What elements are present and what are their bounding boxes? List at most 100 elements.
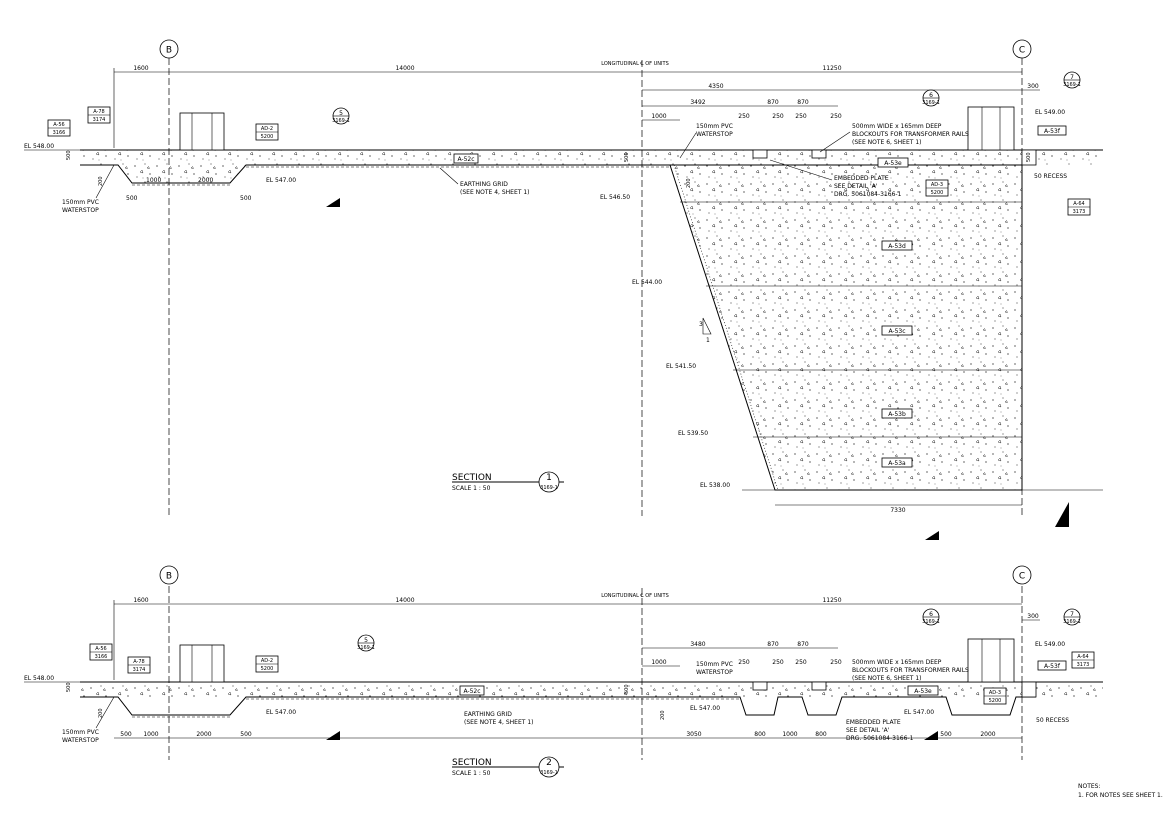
section-2-bubble — [538, 756, 560, 778]
v500c-top: 500 — [1026, 152, 1032, 162]
embedded-note-1-top: EMBEDDED PLATE — [834, 175, 889, 182]
longitudinal-label-bot: LONGITUDINAL ℄ OF UNITS — [601, 593, 669, 599]
dim-1000c-bot: 1000 — [782, 731, 797, 738]
section-1-bubble — [538, 471, 560, 493]
dim-500b-bot: 500 — [240, 731, 252, 738]
h500b-top: 500 — [240, 195, 252, 202]
dim-4350: 4350 — [708, 83, 723, 90]
dim-870b-top: 870 — [797, 99, 809, 106]
section-marker-1a — [326, 198, 340, 207]
callout-5-sheet-top: 3169-1 — [332, 118, 350, 124]
dim-14000-bot: 14000 — [395, 597, 414, 604]
level-54700a-bot: EL 547.00 — [266, 709, 296, 716]
callout-6-sheet-bot: 3169-1 — [922, 619, 940, 625]
dim-3050-bot: 3050 — [686, 731, 701, 738]
section-2-num: 2 — [546, 758, 552, 768]
dim-1000-bot: 1000 — [651, 659, 666, 666]
dim-870b-bot: 870 — [797, 641, 809, 648]
recess-box-top — [1021, 149, 1037, 166]
blockout-note-1-top: 500mm WIDE x 165mm DEEP — [852, 123, 942, 130]
v200-bot: 200 — [98, 708, 104, 718]
ref-ad3-top: AD-3 — [931, 182, 943, 188]
callout-6-num-top: 6 — [929, 92, 933, 99]
waterstop-right-1-bot: 150mm PVC — [696, 661, 733, 668]
blockout-2-top — [811, 149, 827, 159]
dim-800a-bot: 800 — [754, 731, 766, 738]
level-54650-top: EL 546.50 — [600, 194, 630, 201]
dim-250a-top: 250 — [738, 113, 750, 120]
h500a-top: 500 — [126, 195, 138, 202]
earthing-note-1-top: EARTHING GRID — [460, 181, 508, 188]
waterstop-right-1-top: 150mm PVC — [696, 123, 733, 130]
v500-bot: 500 — [66, 682, 72, 692]
section-2-scale: SCALE 1 : 50 — [452, 770, 491, 777]
h1000-top: 1000 — [146, 177, 161, 184]
pour-a53e-top: A-53e — [884, 160, 902, 167]
section-1-num: 1 — [546, 473, 552, 483]
earthing-note-2-bot: (SEE NOTE 4, SHEET 1) — [464, 719, 533, 726]
callout-5-num-bot: 5 — [364, 637, 368, 644]
callout-6-sheet-top: 3169-1 — [922, 100, 940, 106]
grid-bubble-c-bot — [1012, 565, 1032, 585]
ref-5200b-top: 5200 — [931, 190, 944, 196]
waterstop-left-leader-bot — [95, 696, 115, 729]
level-54400-top: EL 544.00 — [632, 279, 662, 286]
callout-7-num-top: 7 — [1070, 74, 1074, 81]
section-1-sheet: 3169-1 — [540, 485, 558, 491]
embedded-leader-top — [769, 159, 833, 181]
ref-ad2-bot: AD-2 — [261, 658, 273, 664]
section-marker-2b — [924, 731, 938, 740]
blockout-note-2-bot: BLOCKOUTS FOR TRANSFORMER RAILS — [852, 667, 969, 674]
dim-3480: 3480 — [690, 641, 705, 648]
dim-300-bot: 300 — [1027, 613, 1039, 620]
dim-250d-bot: 250 — [830, 659, 842, 666]
ref-ad3-bot: AD-3 — [989, 690, 1001, 696]
dim-250c-bot: 250 — [795, 659, 807, 666]
dim-2000b-bot: 2000 — [980, 731, 995, 738]
recess-note-bot: 50 RECESS — [1036, 717, 1069, 724]
dim-250b-bot: 250 — [772, 659, 784, 666]
blockout-note-3-top: (SEE NOTE 6, SHEET 1) — [852, 139, 921, 146]
pour-a53f-bot: A-53f — [1044, 663, 1061, 670]
level-54700b-bot: EL 547.00 — [690, 705, 720, 712]
embedded-note-2-top: SEE DETAIL 'A' — [834, 183, 878, 190]
dim-1000-top: 1000 — [651, 113, 666, 120]
embedded-note-3-top: DRG. 5061084-3166-1 — [834, 191, 902, 198]
slope-1-top: 1 — [706, 337, 710, 344]
grid-bubble-b-bot — [159, 565, 179, 585]
dim-870a-top: 870 — [767, 99, 779, 106]
blockout-leader-top — [819, 131, 851, 153]
level-53800-top: EL 538.00 — [700, 482, 730, 489]
ref-3174-bot: 3174 — [133, 667, 146, 673]
dim-1600-top: 1600 — [133, 65, 148, 72]
dim-800b-bot: 800 — [815, 731, 827, 738]
ref-5200a-top: 5200 — [261, 134, 274, 140]
section-2-drawing: B C 1600 14000 LONGITUDINAL ℄ OF UNITS 1… — [24, 565, 1103, 778]
pour-tag-a53f-top — [1037, 125, 1067, 136]
pour-tag-a53e-top — [877, 157, 909, 168]
pour-a53f-top: A-53f — [1044, 128, 1061, 135]
dim-3492: 3492 — [690, 99, 705, 106]
dim-11250-bot: 11250 — [822, 597, 841, 604]
pour-tag-a53b — [881, 408, 913, 419]
dim-7330: 7330 — [890, 507, 905, 514]
column-base-b-top — [179, 112, 225, 151]
waterstop-right-leader-top — [679, 132, 697, 159]
level-54700c-bot: EL 547.00 — [904, 709, 934, 716]
thickening-fill-top — [118, 165, 246, 183]
pour-a53b: A-53b — [888, 411, 906, 418]
ref-3166-top: 3166 — [53, 130, 66, 136]
waterstop-left-leader-top — [95, 164, 115, 199]
grid-b-label-bot: B — [166, 572, 172, 582]
earthing-note-1-bot: EARTHING GRID — [464, 711, 512, 718]
pour-a53c: A-53c — [888, 328, 905, 335]
dim-870a-bot: 870 — [767, 641, 779, 648]
recess-note-top: 50 RECESS — [1034, 173, 1067, 180]
slab-bottom-bot — [80, 696, 1036, 716]
v200r-bot: 200 — [660, 710, 666, 720]
dim-250d-top: 250 — [830, 113, 842, 120]
dim-500c-bot: 500 — [940, 731, 952, 738]
column-base-c-top — [967, 106, 1015, 151]
section-1-drawing: B C 1600 14000 LONGITUDINAL ℄ OF UNITS 1… — [24, 39, 1103, 540]
dim-11250-top: 11250 — [822, 65, 841, 72]
